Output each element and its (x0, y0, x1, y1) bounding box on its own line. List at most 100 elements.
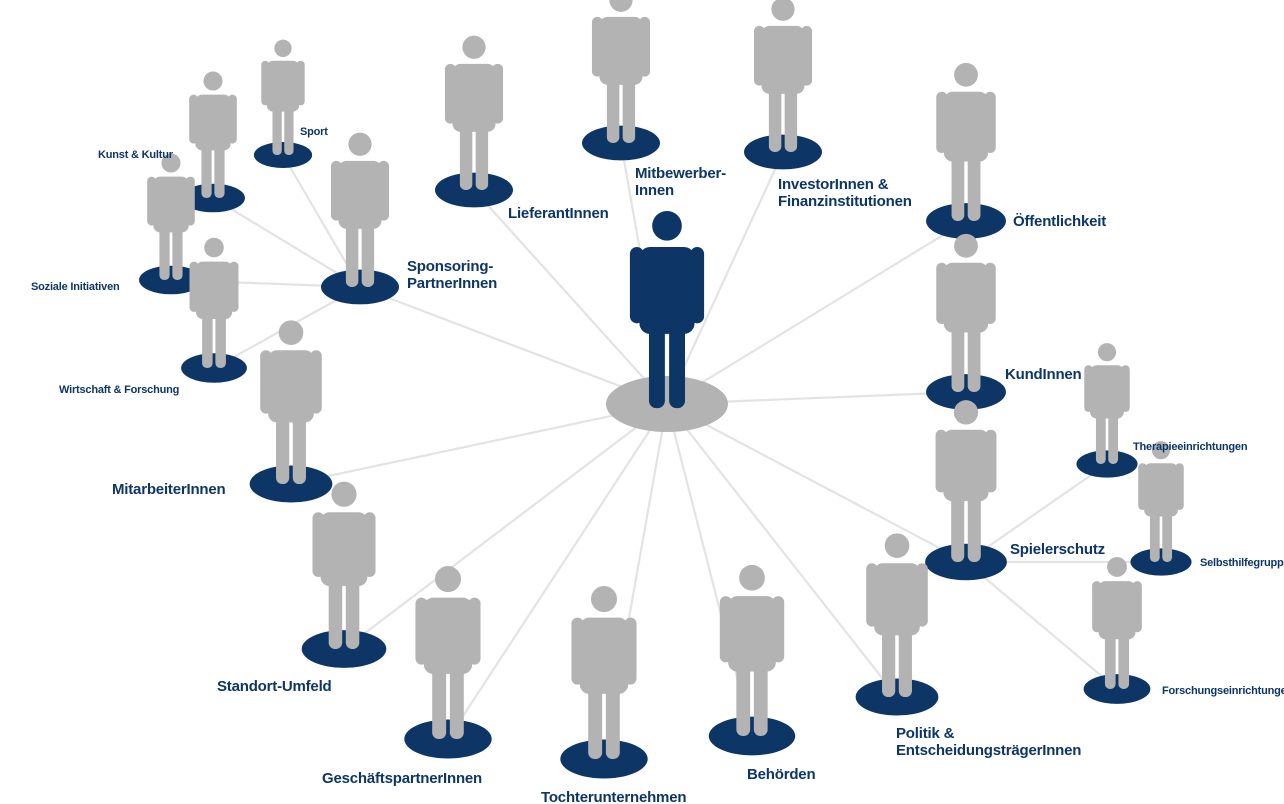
label-line: Mitbewerber- (635, 165, 726, 182)
stakeholder-node-therapieeinrichtungen (1076, 343, 1138, 478)
stakeholder-node-politik (855, 533, 939, 716)
person-icon (261, 39, 305, 155)
node-disc (560, 739, 648, 779)
label-spielerschutz: Spielerschutz (1010, 541, 1105, 558)
node-disc (253, 141, 313, 169)
stakeholder-node-sport (253, 39, 313, 169)
person-icon (444, 35, 504, 190)
connector-oeffentlichkeit (666, 220, 967, 405)
connector-investorinnen (666, 151, 784, 405)
label-wirtschaft-forschung: Wirtschaft & Forschung (59, 384, 179, 397)
label-line: InvestorInnen & (778, 176, 889, 193)
label-forschungseinrichtungen: Forschungseinrichtungen (1162, 685, 1284, 698)
node-disc (925, 543, 1007, 581)
stakeholder-node-soziale-initiativen (139, 153, 203, 295)
person-icon (719, 564, 785, 736)
person-icon (189, 237, 239, 368)
stakeholder-node-wirtschaft-forschung (181, 237, 247, 383)
node-disc (404, 719, 492, 759)
stakeholder-node-spielerschutz (925, 400, 1007, 581)
label-line: Standort-Umfeld (217, 678, 332, 695)
node-disc (249, 465, 333, 503)
label-line: Soziale Initiativen (31, 281, 120, 293)
node-disc (1083, 674, 1151, 704)
label-line: LieferantInnen (508, 205, 609, 222)
label-line: Therapieeinrichtungen (1133, 441, 1248, 453)
connector-geschaeftspartnerinnen (447, 403, 668, 740)
label-mitarbeiterinnen: MitarbeiterInnen (112, 481, 226, 498)
label-line: Behörden (747, 766, 816, 783)
label-lieferantinnen: LieferantInnen (508, 205, 609, 222)
label-line: EntscheidungsträgerInnen (896, 742, 1082, 760)
person-icon (1092, 556, 1142, 689)
connector-forschungseinrichtungen (965, 561, 1118, 690)
connector-mitarbeiterinnen (290, 402, 668, 486)
node-disc (320, 269, 400, 305)
label-line: Sponsoring- (407, 258, 494, 275)
label-line: Innen (635, 182, 674, 200)
person-icon (629, 210, 705, 409)
stakeholder-node-behoerden (708, 564, 796, 756)
person-icon (147, 153, 195, 280)
stakeholder-node-mitarbeiterinnen (249, 320, 333, 503)
label-line: GeschäftspartnerInnen (322, 770, 483, 787)
stakeholder-node-geschaeftspartnerinnen (404, 566, 492, 759)
node-disc (1076, 450, 1138, 478)
person-icon (571, 586, 637, 759)
person-icon (866, 533, 928, 697)
label-line: Spielerschutz (1010, 541, 1105, 558)
connector-politik (666, 403, 898, 698)
label-line: KundInnen (1005, 366, 1082, 383)
person-icon (936, 233, 996, 392)
label-line: Sport (300, 126, 328, 138)
label-line: Wirtschaft & Forschung (59, 384, 180, 396)
label-line: Öffentlichkeit (1013, 213, 1107, 230)
connector-sponsoring-partnerinnen (359, 285, 668, 406)
stakeholder-node-investorinnen (743, 0, 823, 170)
connector-standort-umfeld (343, 403, 668, 650)
stakeholder-node-forschungseinrichtungen (1083, 556, 1151, 704)
label-mitbewerberinnen: Mitbewerber-Innen (635, 165, 726, 200)
center-disc (606, 376, 728, 432)
person-icon (312, 481, 376, 649)
node-disc (301, 630, 387, 668)
stakeholder-node-selbsthilfegruppen (1130, 441, 1192, 576)
person-icon (330, 132, 390, 287)
node-disc (743, 134, 823, 170)
label-tochterunternehmen: Tochterunternehmen (541, 789, 687, 804)
node-disc (855, 678, 939, 716)
stakeholder-node-tochterunternehmen (560, 586, 648, 779)
connector-lines (170, 142, 1161, 760)
label-line: MitarbeiterInnen (112, 481, 226, 498)
person-icon (260, 320, 322, 484)
label-sport: Sport (300, 126, 328, 139)
label-line: Politik & (896, 725, 955, 742)
stakeholder-node-kunst-kultur (181, 71, 245, 213)
stakeholder-node-mitbewerberinnen (581, 0, 661, 161)
label-geschaeftspartnerinnen: GeschäftspartnerInnen (322, 770, 482, 787)
person-icon (936, 62, 996, 221)
label-kundinnen: KundInnen (1005, 366, 1082, 383)
node-disc (926, 374, 1006, 410)
label-standort-umfeld: Standort-Umfeld (217, 678, 332, 695)
person-icon (1138, 441, 1184, 562)
node-disc (581, 125, 661, 161)
person-icon (189, 71, 237, 198)
label-politik: Politik &EntscheidungsträgerInnen (896, 725, 1081, 760)
label-line: Tochterunternehmen (541, 789, 687, 804)
node-disc (181, 183, 245, 213)
label-line: Forschungseinrichtungen (1162, 685, 1284, 697)
stakeholder-node-standort-umfeld (301, 481, 387, 668)
connector-lieferantinnen (473, 189, 668, 405)
stakeholder-nodes (139, 0, 1192, 779)
stakeholder-node-lieferantinnen (434, 35, 514, 208)
label-investorinnen: InvestorInnen &Finanzinstitutionen (778, 176, 912, 211)
person-icon (591, 0, 651, 143)
label-sponsoring-partnerinnen: Sponsoring-PartnerInnen (407, 258, 497, 293)
label-therapieeinrichtungen: Therapieeinrichtungen (1133, 441, 1248, 454)
node-disc (1130, 548, 1192, 576)
stakeholder-node-kundinnen (926, 233, 1006, 410)
person-icon (753, 0, 813, 152)
